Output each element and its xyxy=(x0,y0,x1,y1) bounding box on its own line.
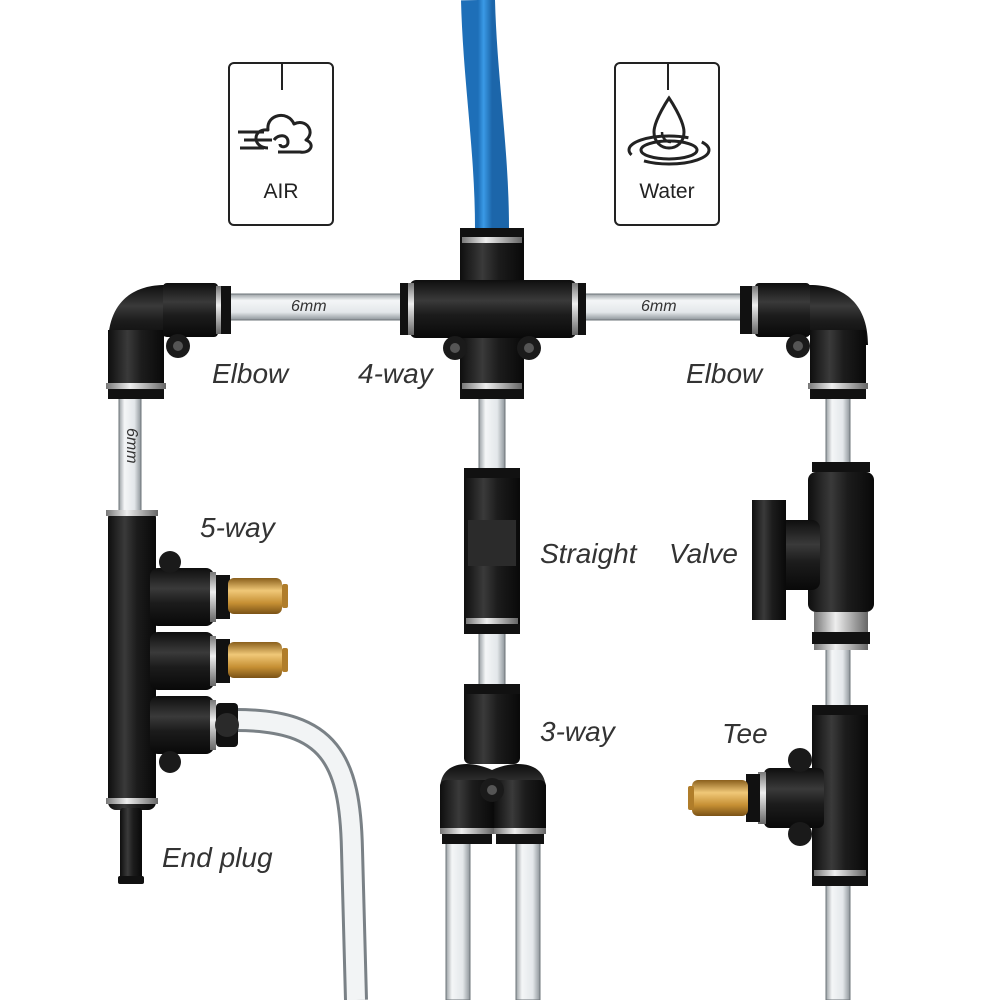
three-way-fitting xyxy=(440,684,546,844)
label-3-way: 3-way xyxy=(540,716,615,747)
brass-nozzle xyxy=(692,780,748,816)
tube-size-label-left-vertical: 6mm xyxy=(123,428,140,464)
tee-fitting xyxy=(688,705,868,886)
tube-top-right xyxy=(577,293,759,321)
end-plug xyxy=(120,808,142,880)
tube-3way-right xyxy=(515,839,541,1001)
tube-right-lower xyxy=(825,879,851,1001)
tube-right-mid xyxy=(825,644,851,716)
brass-nozzle xyxy=(228,578,282,614)
card-hanger xyxy=(667,64,669,90)
straight-union xyxy=(464,468,520,634)
card-hanger xyxy=(281,64,283,90)
label-elbow-right: Elbow xyxy=(686,358,763,389)
label-elbow-left: Elbow xyxy=(212,358,289,389)
label-5-way: 5-way xyxy=(200,512,275,543)
label-straight: Straight xyxy=(540,538,637,569)
tube-3way-left xyxy=(445,839,471,1001)
label-end-plug: End plug xyxy=(162,842,273,873)
tube-top-left xyxy=(227,293,409,321)
elbow-left-fitting xyxy=(106,283,231,399)
air-card-label: AIR xyxy=(263,180,299,203)
label-valve: Valve xyxy=(669,538,739,569)
label-4-way: 4-way xyxy=(358,358,433,389)
elbow-right-fitting xyxy=(740,283,868,399)
tube-size-label-top-right: 6mm xyxy=(641,298,677,315)
water-card: Water xyxy=(614,62,720,226)
air-cloud-icon xyxy=(238,114,313,154)
valve-handle xyxy=(752,500,786,620)
tube-size-label-top-left: 6mm xyxy=(291,298,327,315)
valve-fitting xyxy=(752,462,874,650)
blue-supply-hose xyxy=(461,0,509,229)
water-drop-icon xyxy=(627,95,711,166)
label-tee: Tee xyxy=(722,718,768,749)
water-card-label: Water xyxy=(639,180,695,203)
four-way-fitting xyxy=(400,228,586,399)
brass-nozzle xyxy=(228,642,282,678)
five-way-manifold xyxy=(106,510,288,884)
air-card: AIR xyxy=(228,62,334,226)
